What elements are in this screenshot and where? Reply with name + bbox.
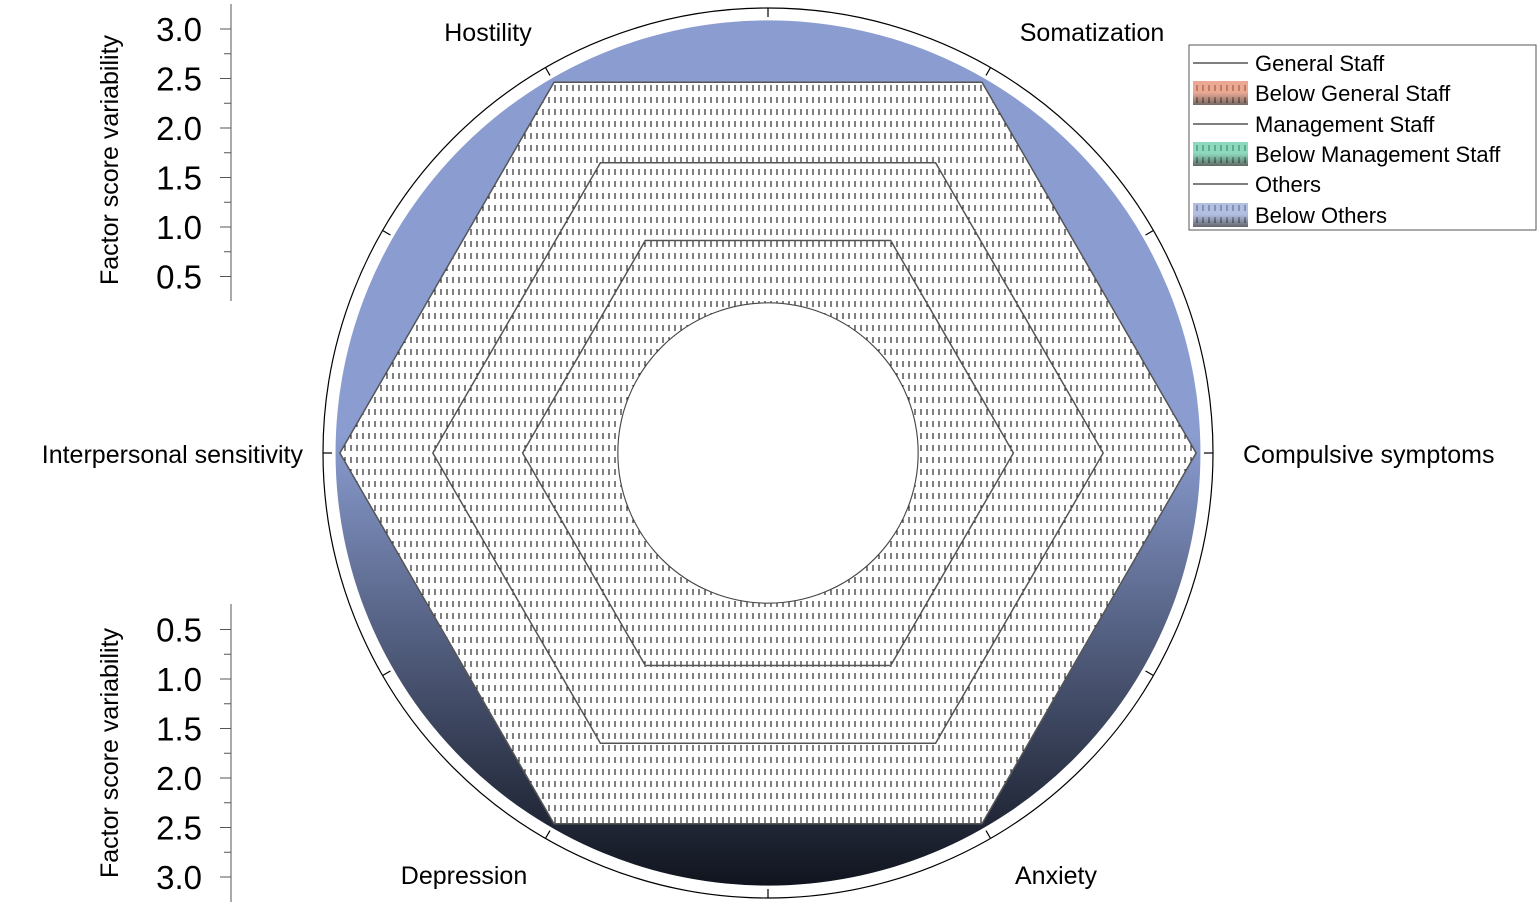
axis-label-hostility: Hostility xyxy=(444,19,532,47)
frame-tick xyxy=(985,830,992,839)
radial-tick-label: 1.0 xyxy=(156,661,202,698)
radial-tick-label: 3.0 xyxy=(156,11,202,48)
frame-tick xyxy=(382,229,391,236)
radial-tick-label: 1.0 xyxy=(156,209,202,246)
legend-label-below-general-staff: Below General Staff xyxy=(1255,81,1451,106)
axis-label-compulsive-symptoms: Compulsive symptoms xyxy=(1243,441,1494,469)
radial-tick-label: 0.5 xyxy=(156,612,202,649)
axis-label-somatization: Somatization xyxy=(1020,19,1165,47)
frame-tick xyxy=(985,67,992,76)
radial-tick-label: 2.5 xyxy=(156,810,202,847)
radial-tick-label: 2.0 xyxy=(156,760,202,797)
legend-swatch-pattern xyxy=(1193,81,1248,105)
radial-tick-label: 3.0 xyxy=(156,859,202,896)
series-layer xyxy=(339,81,1197,825)
radial-tick-label: 1.5 xyxy=(156,160,202,197)
axis-label-anxiety: Anxiety xyxy=(1015,862,1097,890)
radial-tick-label: 0.5 xyxy=(156,259,202,296)
axis-label-interpersonal-sensitivity: Interpersonal sensitivity xyxy=(42,441,304,469)
frame-layer xyxy=(322,7,1214,899)
legend-label-management-staff: Management Staff xyxy=(1255,112,1435,137)
frame-tick xyxy=(382,670,391,677)
frame-tick xyxy=(544,830,551,839)
center-hole xyxy=(617,302,919,604)
legend-label-below-others: Below Others xyxy=(1255,203,1387,228)
axis-label-depression: Depression xyxy=(401,862,527,890)
legend-label-others: Others xyxy=(1255,172,1321,197)
frame-tick xyxy=(544,67,551,76)
legend-swatch-pattern xyxy=(1193,203,1248,227)
legend-swatch-pattern xyxy=(1193,142,1248,166)
legend-box xyxy=(1188,44,1537,231)
radial-axis-title-bottom: Factor score variability xyxy=(96,627,124,878)
legend-label-general-staff: General Staff xyxy=(1255,51,1385,76)
radial-tick-label: 2.5 xyxy=(156,61,202,98)
legend-label-below-management-staff: Below Management Staff xyxy=(1255,142,1501,167)
frame-tick xyxy=(1145,229,1154,236)
frame-tick xyxy=(1145,670,1154,677)
radial-tick-label: 2.0 xyxy=(156,110,202,147)
radial-tick-label: 1.5 xyxy=(156,711,202,748)
radial-axis-title-top: Factor score variability xyxy=(96,34,124,285)
